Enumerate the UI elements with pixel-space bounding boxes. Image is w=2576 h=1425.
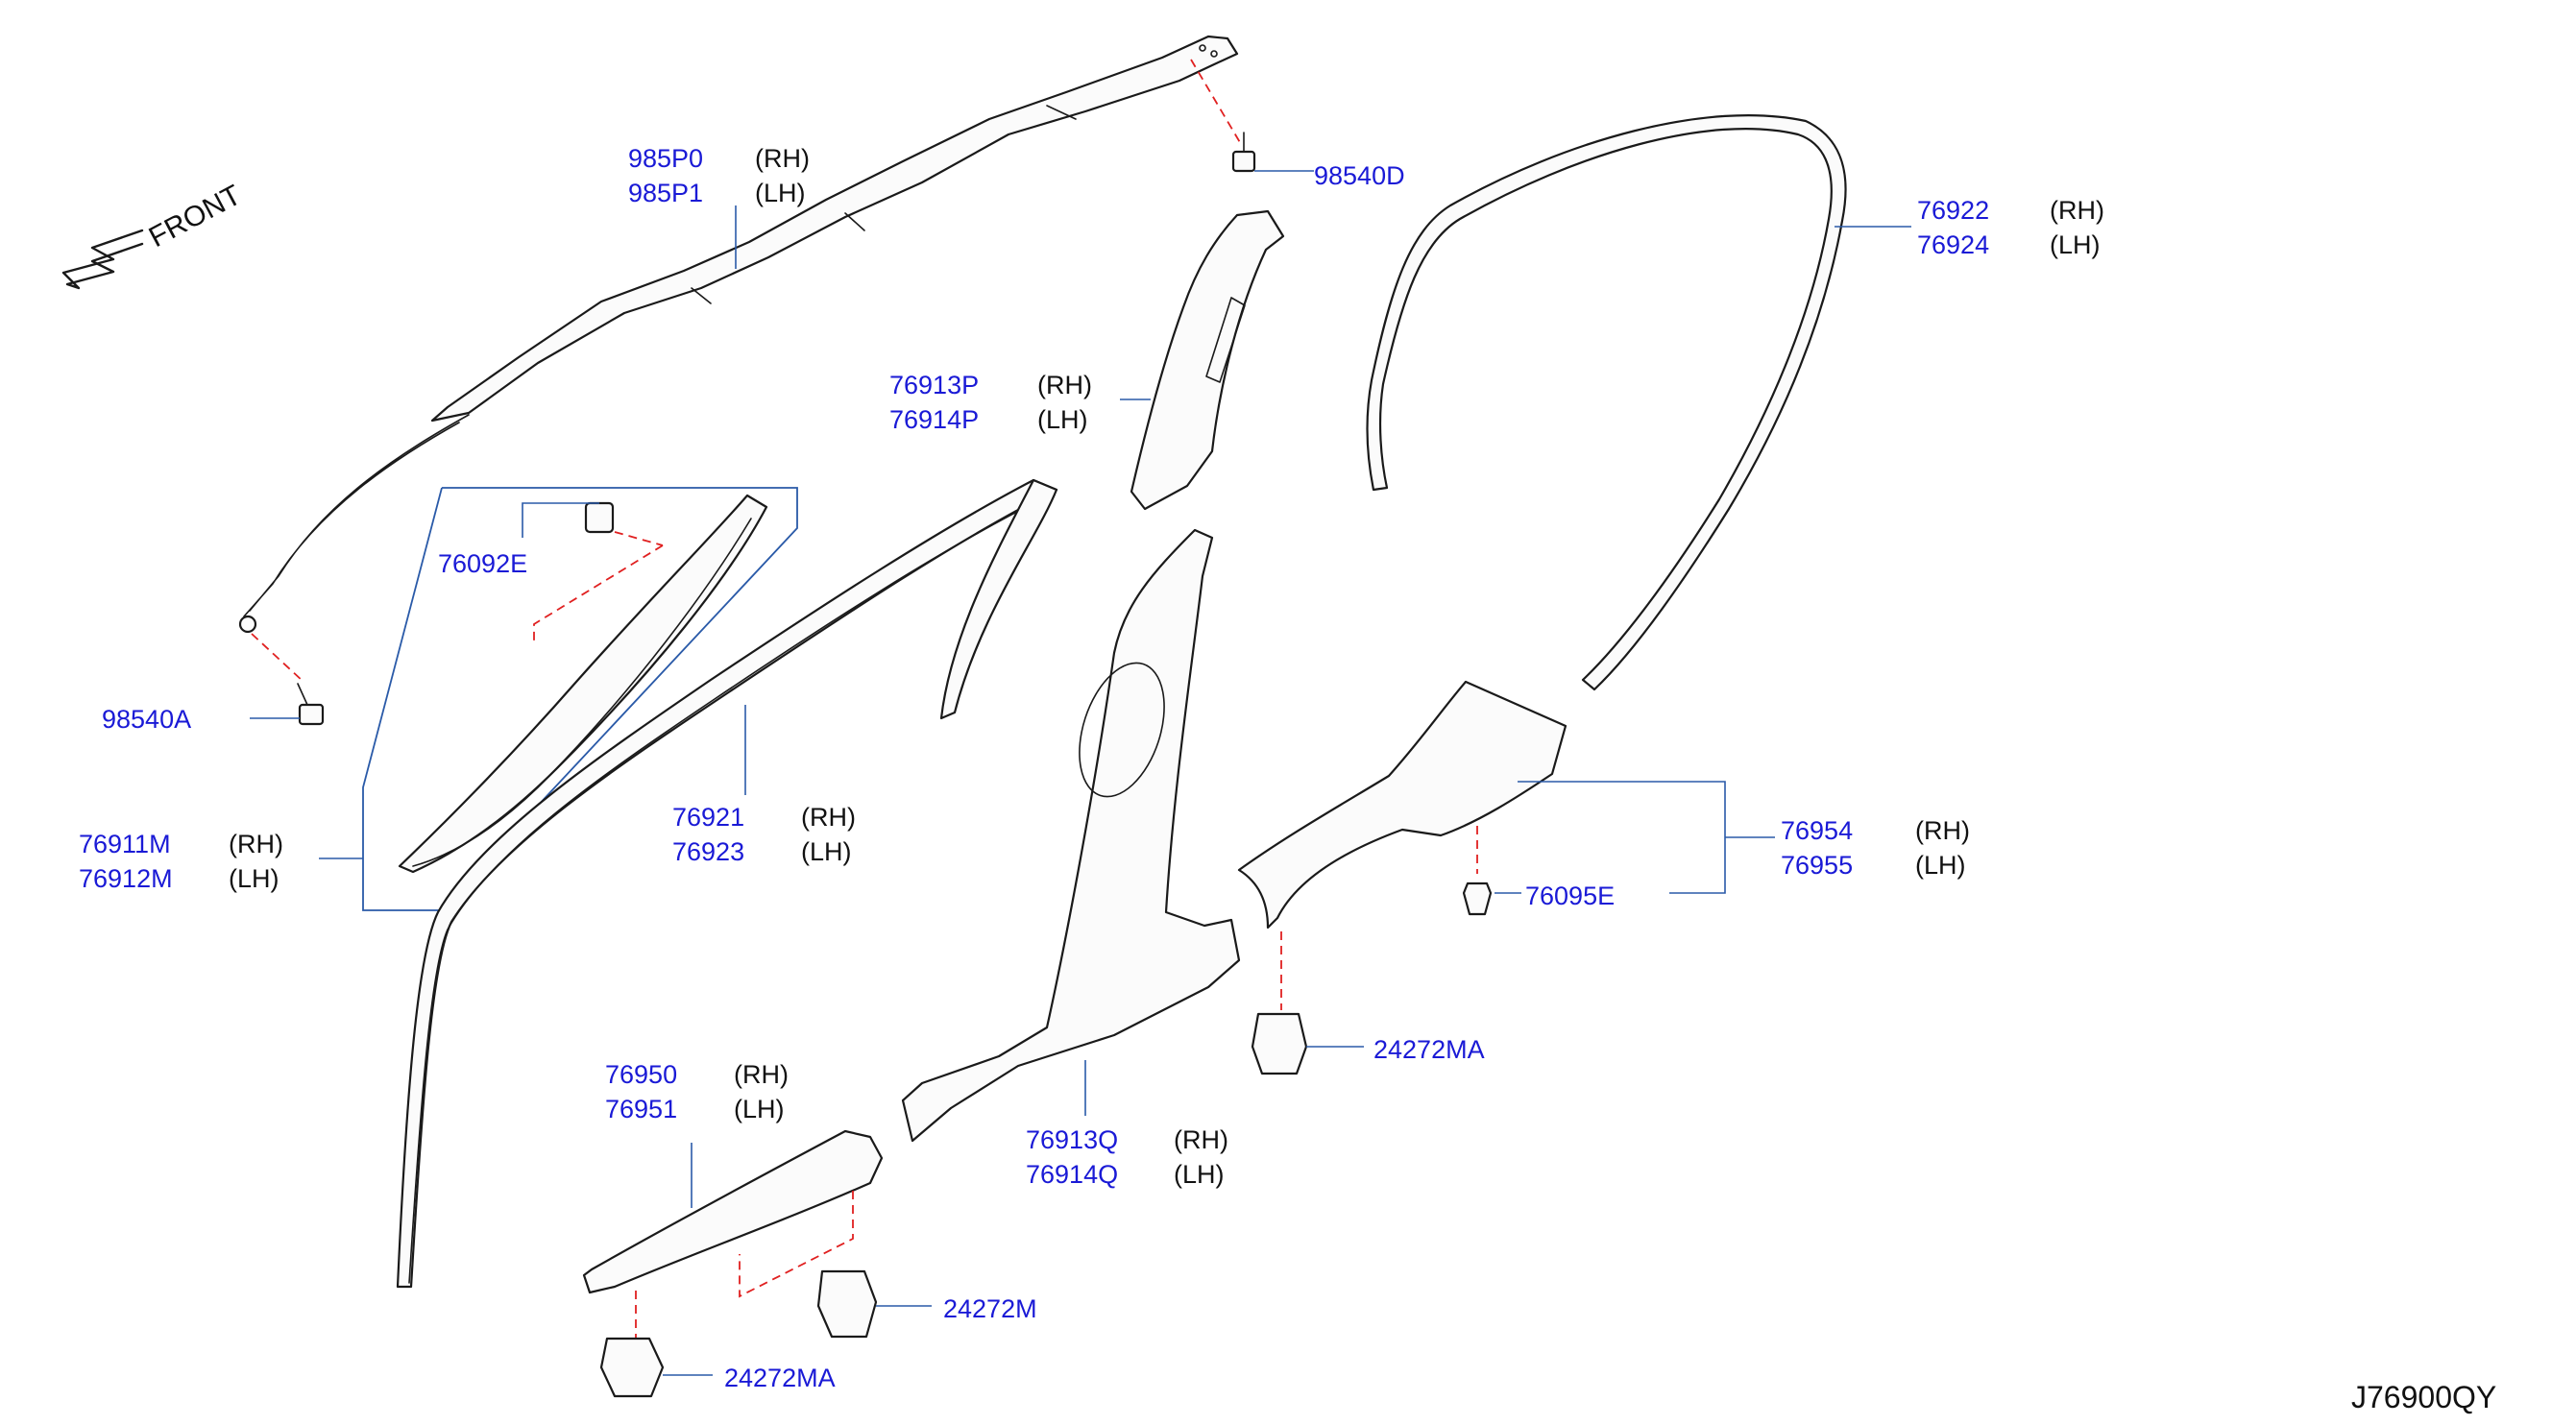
label-76950[interactable]: 76950 — [605, 1060, 677, 1089]
center-pillar-lower[interactable] — [901, 528, 1241, 1143]
bolt-98540A-head — [298, 703, 325, 726]
clip-24272M[interactable] — [739, 1191, 932, 1339]
clip-24272MA-bottom-body — [599, 1337, 665, 1398]
label-76923[interactable]: 76923 — [672, 837, 744, 866]
label-76911M[interactable]: 76911M — [79, 830, 171, 858]
leader-76092E — [522, 502, 599, 538]
dash-76092E — [614, 531, 664, 546]
label-985P1[interactable]: 985P1 — [628, 179, 703, 207]
label-76095E[interactable]: 76095E — [1525, 882, 1615, 910]
front-kicking-plate-body — [582, 1129, 884, 1294]
side-76921: (RH) — [801, 803, 856, 832]
label-76914P[interactable]: 76914P — [889, 405, 979, 434]
rear-kicking-plate-body — [1237, 680, 1567, 930]
roof-side-airbag[interactable] — [238, 35, 1239, 634]
airbag-seam-1 — [1046, 105, 1077, 120]
clip-24272M-body — [816, 1269, 878, 1339]
label-76924[interactable]: 76924 — [1917, 230, 1989, 259]
center-pillar-lower-body — [901, 528, 1241, 1143]
clip-76095E[interactable] — [1462, 826, 1521, 916]
label-76912M[interactable]: 76912M — [79, 864, 173, 893]
side-76924: (LH) — [2050, 230, 2101, 259]
bolt-98540A-shank — [297, 683, 308, 706]
airbag-tether-cable — [243, 414, 470, 617]
front-weatherstrip[interactable] — [396, 478, 1058, 1289]
airbag-front-bracket — [238, 615, 257, 634]
side-985P1: (LH) — [755, 179, 806, 207]
front-kicking-plate[interactable] — [582, 1129, 884, 1294]
label-985P0[interactable]: 985P0 — [628, 144, 703, 173]
airbag-hole-2 — [1210, 50, 1218, 58]
front-pillar-finisher[interactable] — [398, 494, 768, 874]
side-76922: (RH) — [2050, 196, 2104, 225]
center-pillar-upper-body — [1130, 209, 1285, 511]
label-76922[interactable]: 76922 — [1917, 196, 1989, 225]
side-76913P: (RH) — [1037, 371, 1092, 399]
side-76911M: (RH) — [229, 830, 283, 858]
front-pillar-finisher-body — [398, 494, 768, 874]
side-76913Q: (RH) — [1174, 1125, 1228, 1154]
center-pillar-upper-slot — [1205, 297, 1246, 383]
clip-76092E-body — [584, 501, 615, 534]
side-76954: (RH) — [1915, 816, 1970, 845]
airbag-hole-1 — [1199, 44, 1206, 52]
side-76914P: (LH) — [1037, 405, 1088, 434]
bolt-98540D[interactable] — [1190, 59, 1314, 173]
label-24272M[interactable]: 24272M — [943, 1294, 1037, 1323]
front-weatherstrip-body — [396, 478, 1058, 1289]
label-76914Q[interactable]: 76914Q — [1026, 1160, 1118, 1189]
front-direction-arrow: FRONT — [61, 180, 247, 290]
front-pillar-finisher-edge — [412, 518, 752, 867]
label-76951[interactable]: 76951 — [605, 1095, 677, 1123]
side-76923: (LH) — [801, 837, 852, 866]
label-24272MA-right[interactable]: 24272MA — [1373, 1035, 1485, 1064]
bolt-98540D-head — [1231, 150, 1256, 173]
label-76954[interactable]: 76954 — [1781, 816, 1853, 845]
side-76912M: (LH) — [229, 864, 279, 893]
clip-24272MA-bottom[interactable] — [599, 1291, 713, 1398]
rear-kicking-plate[interactable] — [1237, 680, 1775, 930]
rear-weatherstrip[interactable] — [1366, 114, 1911, 691]
clip-76095E-body — [1462, 882, 1493, 916]
diagram-code: J76900QY — [2351, 1380, 2496, 1414]
rear-weatherstrip-body — [1366, 114, 1847, 691]
airbag-seam-2 — [844, 212, 865, 231]
center-pillar-upper[interactable] — [1120, 209, 1285, 511]
label-98540A[interactable]: 98540A — [102, 705, 191, 734]
label-76913P[interactable]: 76913P — [889, 371, 979, 399]
side-76955: (LH) — [1915, 851, 1966, 880]
clip-76092E[interactable] — [522, 501, 664, 645]
label-76921[interactable]: 76921 — [672, 803, 744, 832]
clip-24272MA-right-body — [1251, 1012, 1308, 1075]
leader-76954 — [1518, 781, 1726, 894]
front-weatherstrip-upper — [939, 478, 1058, 720]
side-76914Q: (LH) — [1174, 1160, 1225, 1189]
dash-98540A — [251, 633, 304, 683]
label-76955[interactable]: 76955 — [1781, 851, 1853, 880]
dash-76092E-b — [533, 544, 664, 645]
airbag-module — [430, 35, 1239, 423]
center-pillar-lower-seatbelt-opening — [1079, 662, 1165, 798]
front-weatherstrip-inner — [408, 498, 1042, 1284]
side-985P0: (RH) — [755, 144, 810, 173]
bolt-98540A[interactable] — [250, 633, 325, 726]
front-arrow-icon — [61, 229, 144, 290]
label-76913Q[interactable]: 76913Q — [1026, 1125, 1118, 1154]
side-76951: (LH) — [734, 1095, 785, 1123]
label-98540D[interactable]: 98540D — [1314, 161, 1405, 190]
dash-98540D — [1190, 59, 1242, 145]
front-label: FRONT — [144, 180, 247, 254]
label-76092E[interactable]: 76092E — [438, 549, 527, 578]
label-24272MA-bottom[interactable]: 24272MA — [724, 1364, 836, 1392]
airbag-seam-3 — [691, 287, 712, 304]
side-76950: (RH) — [734, 1060, 789, 1089]
clip-24272MA-right[interactable] — [1251, 931, 1364, 1075]
